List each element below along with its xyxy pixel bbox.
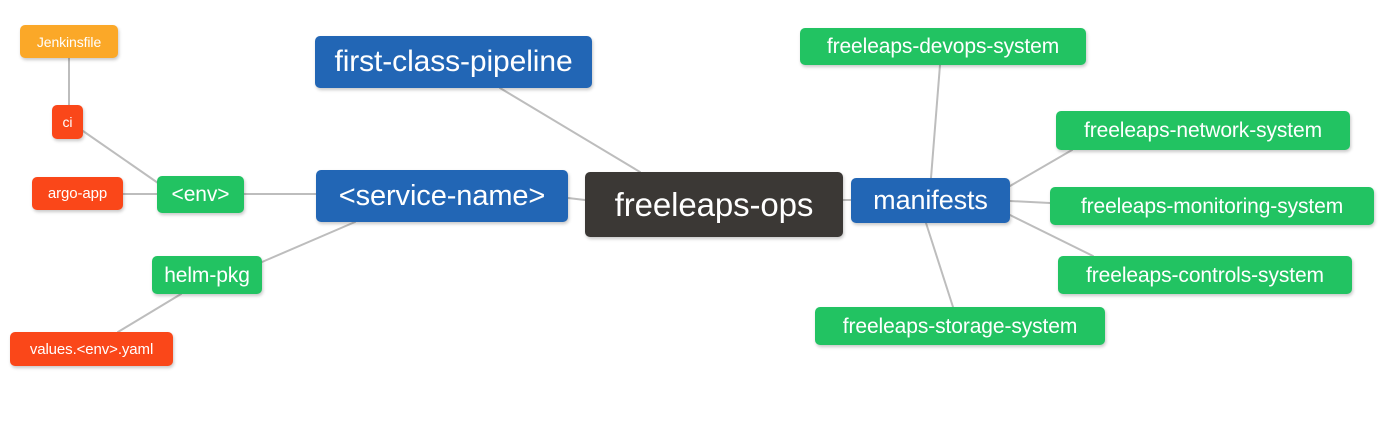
node-label-freeleaps-monitoring-system: freeleaps-monitoring-system [1080,194,1344,218]
node-ci[interactable]: ci [52,105,83,139]
node-freeleaps-controls-system[interactable]: freeleaps-controls-system [1058,256,1352,294]
edge-manifests-to-freeleaps-storage-system [925,222,954,308]
node-label-manifests: manifests [873,185,988,215]
node-freeleaps-storage-system[interactable]: freeleaps-storage-system [815,307,1105,345]
node-label-freeleaps-ops: freeleaps-ops [614,186,814,223]
node-freeleaps-network-system[interactable]: freeleaps-network-system [1056,111,1350,150]
node-first-class-pipeline[interactable]: first-class-pipeline [315,36,592,88]
node-manifests[interactable]: manifests [851,178,1010,223]
edge-ci-to-env [82,130,159,184]
node-label-values-yaml: values.<env>.yaml [29,340,154,358]
node-service-name[interactable]: <service-name> [316,170,568,222]
edge-manifests-to-freeleaps-network-system [1009,149,1073,187]
edge-manifests-to-freeleaps-monitoring-system [1009,200,1051,204]
node-jenkinsfile[interactable]: Jenkinsfile [20,25,118,58]
edge-first-class-pipeline-to-freeleaps-ops [499,87,641,173]
node-helm-pkg[interactable]: helm-pkg [152,256,262,294]
edge-service-name-to-helm-pkg [261,221,356,263]
node-label-service-name: <service-name> [338,179,546,212]
node-label-freeleaps-controls-system: freeleaps-controls-system [1086,263,1324,287]
node-argo-app[interactable]: argo-app [32,177,123,210]
node-label-freeleaps-storage-system: freeleaps-storage-system [842,314,1078,338]
node-values-yaml[interactable]: values.<env>.yaml [10,332,173,366]
node-label-ci: ci [62,114,73,130]
node-label-jenkinsfile: Jenkinsfile [36,33,102,50]
node-freeleaps-monitoring-system[interactable]: freeleaps-monitoring-system [1050,187,1374,225]
node-label-freeleaps-network-system: freeleaps-network-system [1083,119,1322,142]
edge-helm-pkg-to-values-yaml [117,293,182,333]
node-freeleaps-devops-system[interactable]: freeleaps-devops-system [800,28,1086,65]
edge-service-name-to-freeleaps-ops [567,197,586,201]
node-label-env: <env> [171,183,230,206]
node-label-helm-pkg: helm-pkg [164,263,250,287]
node-label-freeleaps-devops-system: freeleaps-devops-system [826,35,1060,58]
node-freeleaps-ops[interactable]: freeleaps-ops [585,172,843,237]
edge-manifests-to-freeleaps-devops-system [930,64,941,179]
node-label-first-class-pipeline: first-class-pipeline [334,45,573,78]
node-env[interactable]: <env> [157,176,244,213]
node-label-argo-app: argo-app [47,185,108,202]
